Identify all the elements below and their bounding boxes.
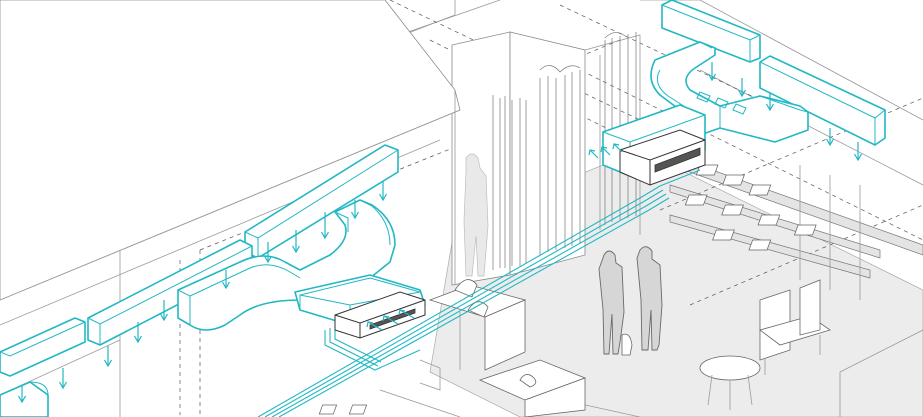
- return-air-arrowhead: [366, 321, 374, 328]
- return-air-arrowhead: [588, 149, 596, 156]
- fan-coil-unit-left: [334, 291, 426, 339]
- airflow-arrowhead: [765, 103, 775, 112]
- return-air-arrow: [399, 309, 415, 319]
- airflow-arrowhead: [378, 193, 388, 202]
- airflow-arrowhead: [159, 313, 169, 322]
- refrigerant-pipes: [257, 169, 701, 417]
- lounge-chair: [759, 279, 831, 375]
- airflow-arrowhead: [737, 89, 747, 98]
- airflow-arrowhead: [58, 381, 68, 390]
- ceiling-slab: [0, 0, 461, 417]
- airflow-arrowhead: [291, 245, 301, 254]
- supply-duct-left: [0, 144, 426, 417]
- return-air-arrow: [367, 321, 383, 331]
- return-air-arrow: [589, 149, 599, 159]
- airflow-arrowhead: [103, 359, 113, 368]
- return-air-arrow: [601, 146, 611, 156]
- airflow-arrowhead: [825, 138, 835, 147]
- airflow-arrowhead: [707, 73, 717, 82]
- display-tables: [428, 279, 587, 417]
- fan-coil-unit-right: [619, 129, 706, 186]
- round-side-table: [699, 355, 761, 410]
- airflow-arrowhead: [320, 231, 330, 240]
- shelving-unit: [318, 144, 923, 415]
- airflow-arrowhead: [263, 255, 273, 264]
- airflow-arrows: [17, 62, 863, 404]
- airflow-arrowhead: [221, 281, 231, 290]
- return-air-arrow: [613, 143, 623, 153]
- shoppers: [598, 246, 663, 356]
- return-air-arrowhead: [612, 143, 620, 150]
- airflow-arrowhead: [133, 335, 143, 344]
- return-air-arrowhead: [398, 309, 406, 316]
- return-air-arrow: [383, 315, 399, 325]
- airflow-arrowhead: [853, 153, 863, 162]
- airflow-arrowhead: [17, 395, 27, 404]
- airflow-arrowhead: [350, 211, 360, 220]
- return-air-arrowhead: [382, 315, 390, 322]
- fitting-rooms: [451, 31, 641, 286]
- return-air-arrowhead: [600, 146, 608, 153]
